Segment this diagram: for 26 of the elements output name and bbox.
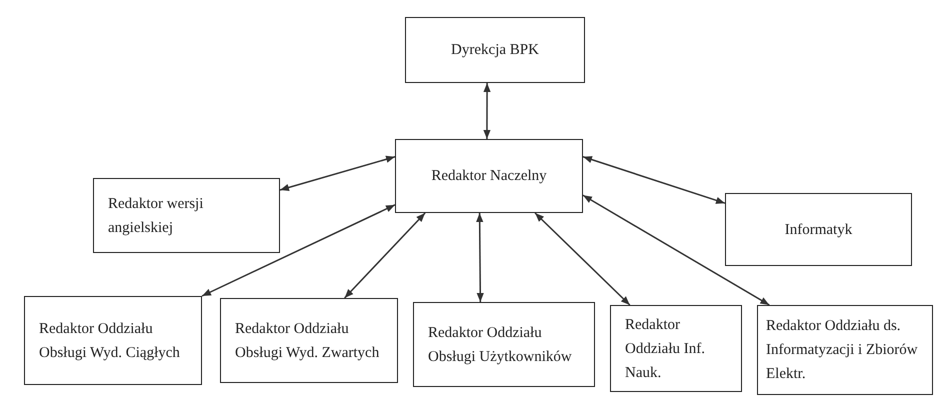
double-arrow [344, 212, 426, 299]
role-box [93, 178, 280, 253]
role-box [24, 296, 202, 385]
role-label: Dyrekcja BPK [450, 41, 540, 60]
role-box [220, 298, 398, 383]
double-arrow [202, 204, 396, 297]
double-arrow [483, 83, 491, 139]
role-label: Redaktor Oddziału ds. Informatyzacji i Zbiorów Elektr. [766, 317, 919, 384]
role-label: Redaktor Oddziału Obsługi Użytkowników [428, 324, 573, 366]
double-arrow [582, 156, 726, 204]
role-label: Redaktor Oddziału Obsługi Wyd. Ciągłych [39, 320, 181, 362]
role-box [395, 139, 583, 213]
role-label: Redaktor Oddziału Inf. Nauk. [625, 316, 706, 382]
double-arrow [534, 212, 630, 306]
role-label: Redaktor wersji angielskiej [108, 194, 204, 238]
role-box [405, 17, 585, 83]
double-arrow [476, 213, 484, 302]
role-label: Informatyk [784, 220, 854, 240]
role-label: Redaktor Oddziału Obsługi Wyd. Zwartych [235, 320, 380, 362]
double-arrow [280, 156, 396, 191]
role-box [757, 305, 933, 395]
role-box [413, 302, 595, 387]
role-box [610, 305, 742, 392]
role-box [725, 193, 912, 266]
role-label: Redaktor Naczelny [430, 167, 548, 186]
double-arrow [582, 194, 770, 306]
